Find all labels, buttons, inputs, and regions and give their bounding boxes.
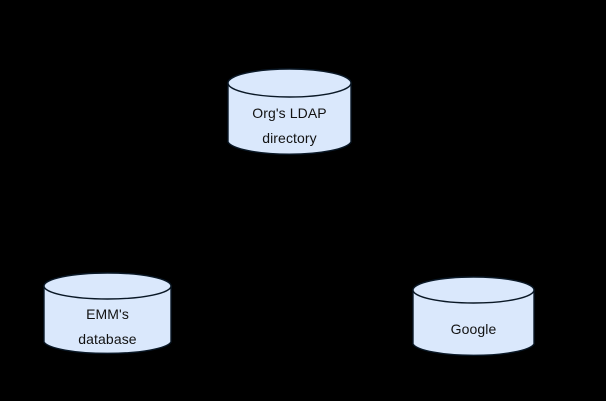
cylinder-node-org-ldap-directory[interactable]: Org's LDAP directory <box>227 68 352 157</box>
cylinder-shape-icon <box>227 68 352 155</box>
cylinder-node-emm-database[interactable]: EMM's database <box>43 272 172 356</box>
cylinder-shape-icon <box>43 272 172 355</box>
cylinder-node-google[interactable]: Google <box>412 276 535 358</box>
cylinder-shape-icon <box>412 276 535 357</box>
